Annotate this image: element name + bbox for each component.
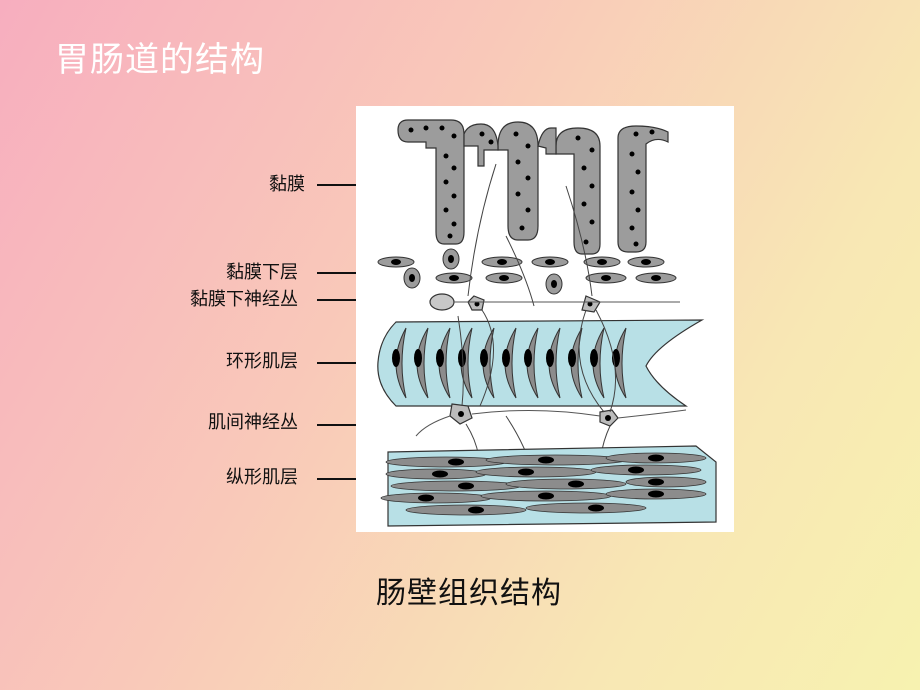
label-submucosa: 黏膜下层 <box>226 262 298 283</box>
intestinal-wall-svg <box>377 119 717 527</box>
submucosal-plexus <box>429 293 680 313</box>
label-longitudinal-muscle: 纵形肌层 <box>226 467 298 488</box>
figure-caption: 肠壁组织结构 <box>376 576 562 611</box>
circular-muscle-layer <box>377 319 705 407</box>
label-submucosal-plexus: 黏膜下神经丛 <box>190 289 298 310</box>
label-mucosa: 黏膜 <box>269 174 305 195</box>
label-myenteric-plexus: 肌间神经丛 <box>208 412 298 433</box>
slide-title: 胃肠道的结构 <box>55 40 265 80</box>
submucosa-cells <box>377 248 677 295</box>
leader-longitudinal-muscle <box>317 478 389 480</box>
mucosa-villi <box>397 119 669 255</box>
label-circular-muscle: 环形肌层 <box>226 351 298 372</box>
leader-circular-muscle <box>317 362 383 364</box>
mucosa-cell-nuclei <box>408 125 655 247</box>
myenteric-plexus <box>415 403 687 437</box>
submucosa-nuclei <box>391 255 661 288</box>
longitudinal-muscle-layer <box>380 445 717 527</box>
intestinal-wall-diagram <box>356 106 734 532</box>
